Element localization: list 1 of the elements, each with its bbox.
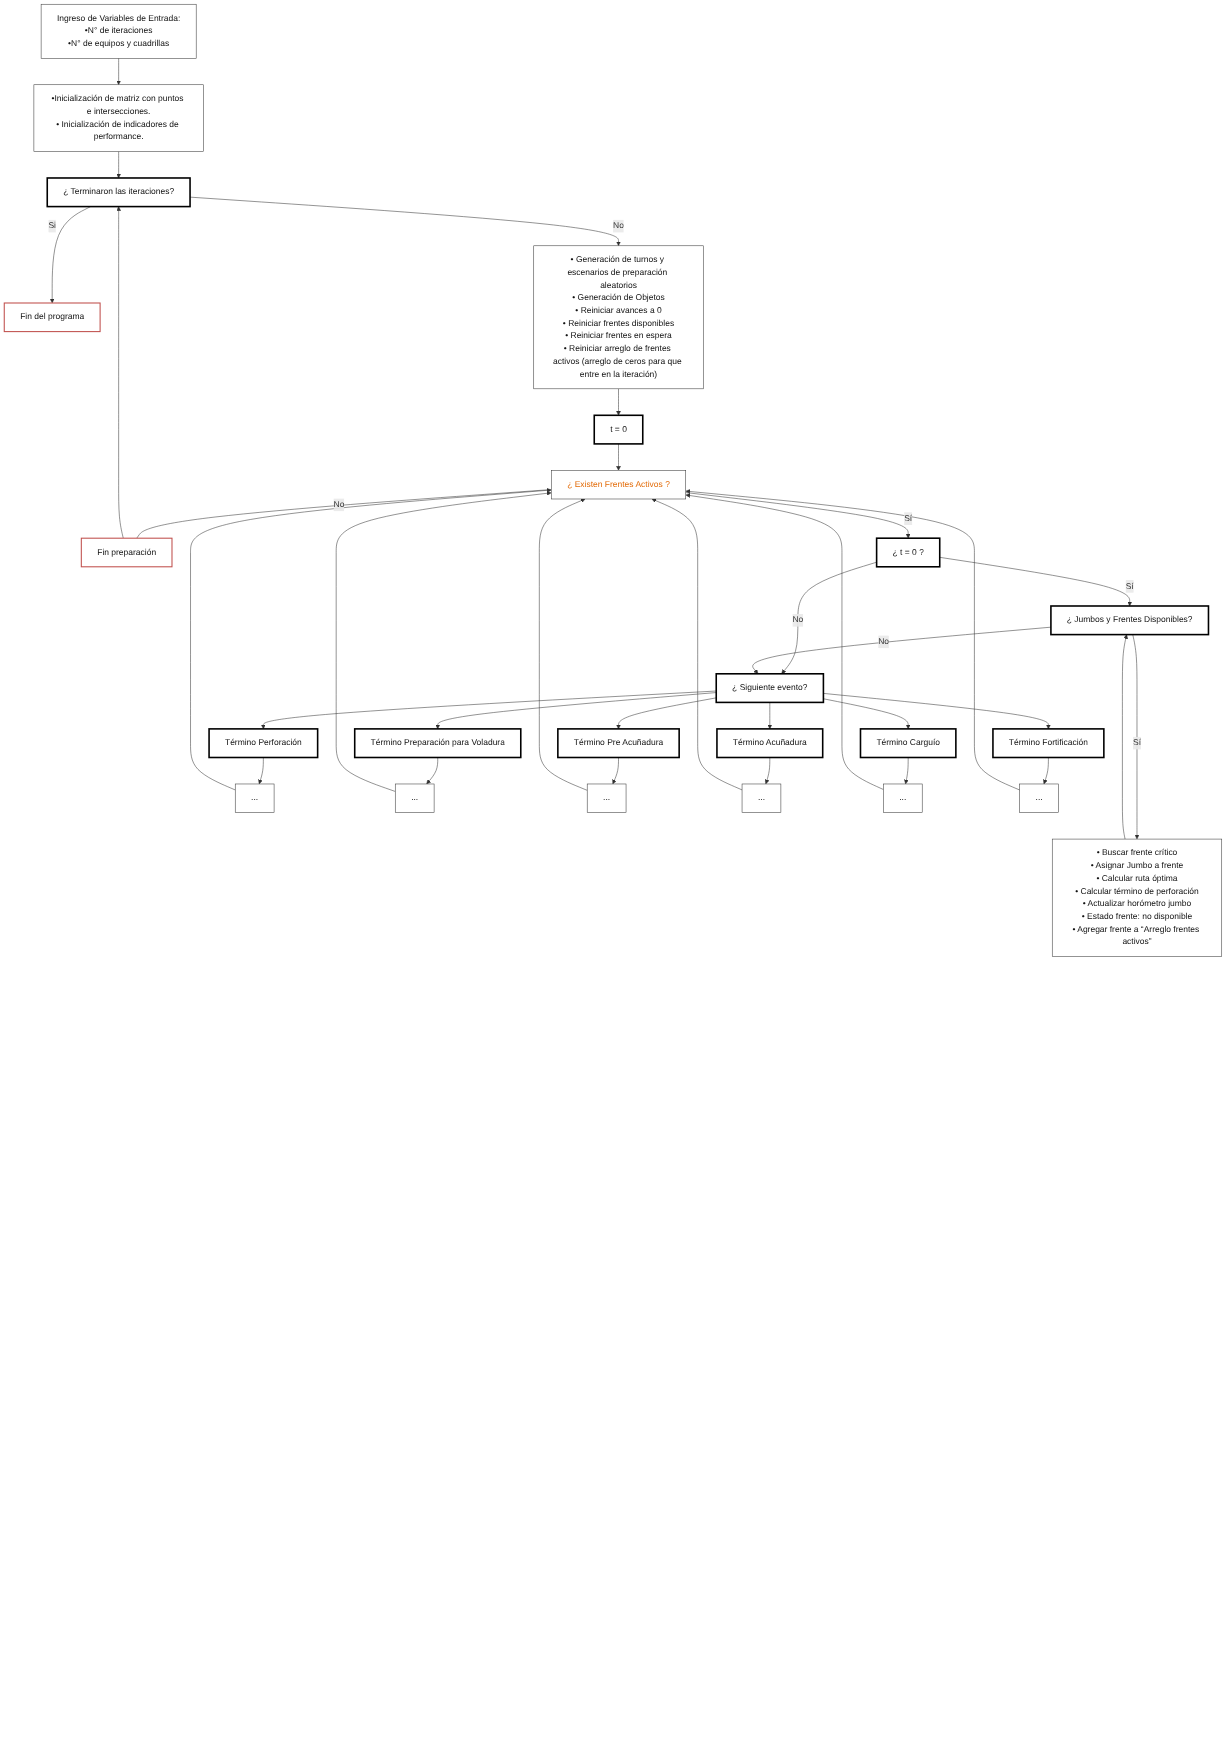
- connector: [136, 489, 552, 539]
